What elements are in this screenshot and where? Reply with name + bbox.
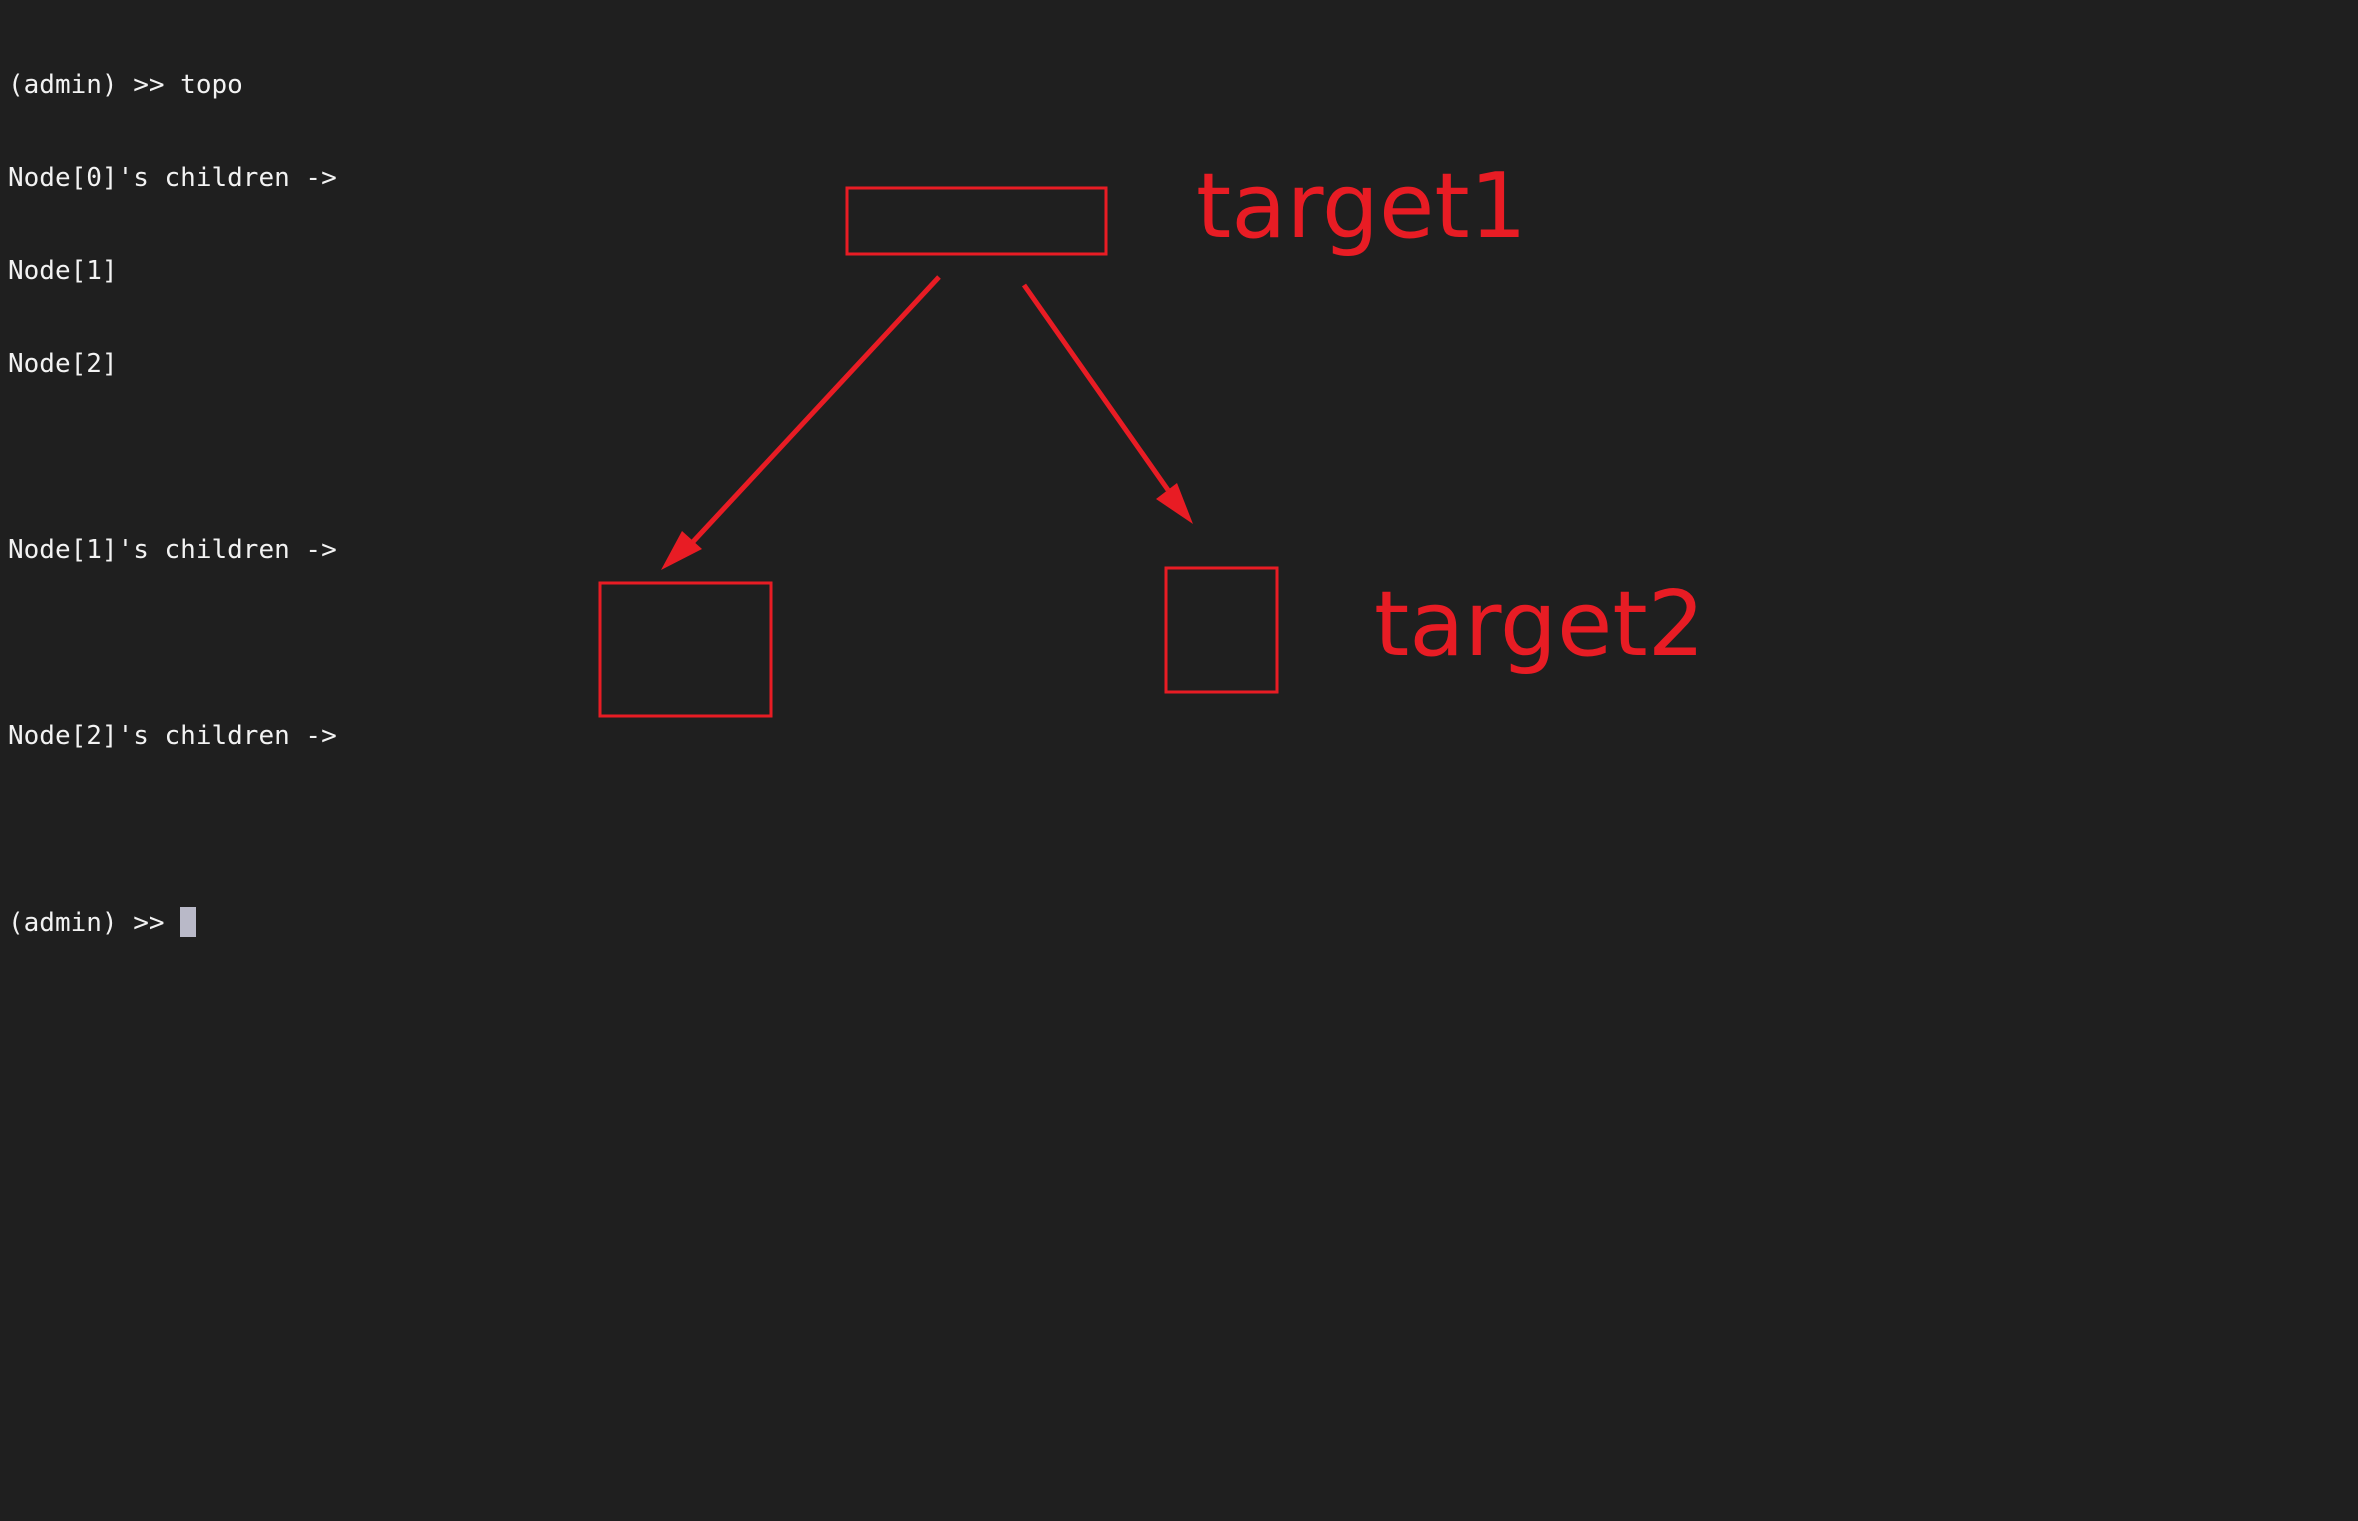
terminal-line: Node[2] <box>8 349 118 379</box>
target2-box <box>1164 566 1279 694</box>
target2-label: target2 <box>1374 572 1705 677</box>
terminal-prompt: (admin) >> <box>8 908 181 938</box>
arrow-left-shaft <box>688 275 941 547</box>
terminal-line: Node[1]'s children -> <box>8 535 337 565</box>
arrow-right-head <box>1156 483 1193 524</box>
terminal-line: (admin) >> topo <box>8 70 243 100</box>
terminal-cursor <box>180 907 197 937</box>
target1-box <box>845 186 1108 256</box>
target1-label: target1 <box>1196 154 1527 259</box>
arrow-left-head <box>661 531 702 570</box>
terminal-line: Node[2]'s children -> <box>8 721 337 751</box>
arrow-right-shaft <box>1021 283 1171 492</box>
terminal-line: Node[0]'s children -> <box>8 163 337 193</box>
child-left-box <box>598 581 773 718</box>
terminal-line: Node[1] <box>8 256 118 286</box>
terminal-output[interactable]: (admin) >> topo Node[0]'s children -> No… <box>8 8 337 969</box>
terminal-prompt-line[interactable]: (admin) >> <box>8 907 337 938</box>
